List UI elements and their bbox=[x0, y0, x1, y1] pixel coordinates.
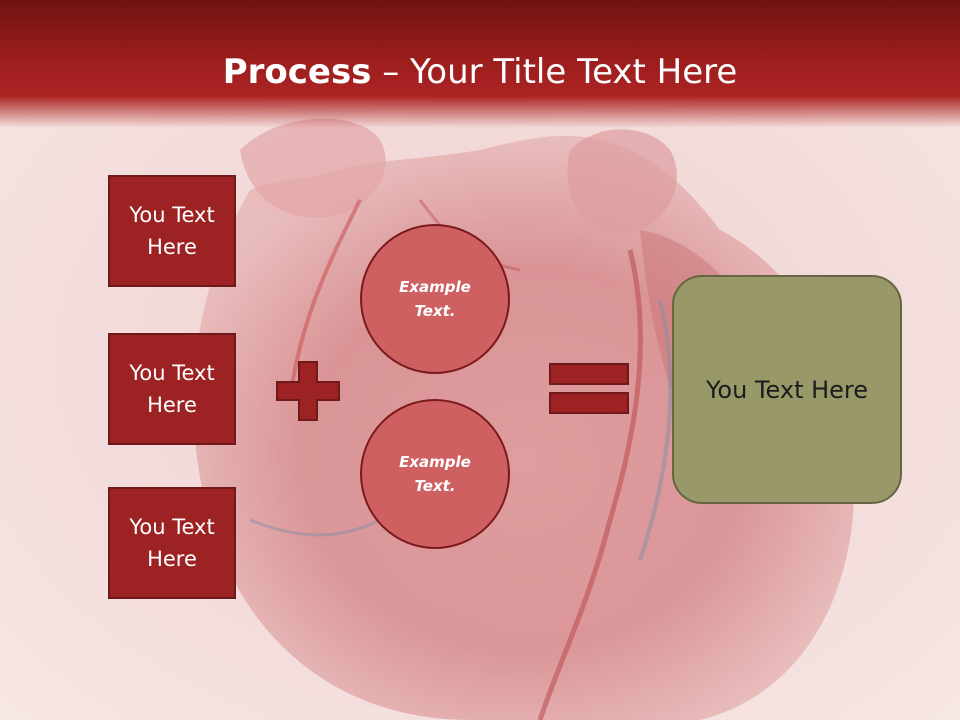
title-bar bbox=[0, 0, 960, 128]
slide-title: Process – Your Title Text Here bbox=[0, 52, 960, 92]
example-circle-1[interactable]: Example Text. bbox=[360, 224, 510, 374]
slide-title-bold: Process bbox=[222, 52, 372, 92]
input-box-2[interactable]: You Text Here bbox=[108, 333, 236, 445]
slide-title-rest: – Your Title Text Here bbox=[371, 52, 738, 92]
equals-sign-icon bbox=[549, 363, 629, 414]
input-box-2-label: You Text Here bbox=[129, 361, 215, 417]
example-circle-2[interactable]: Example Text. bbox=[360, 399, 510, 549]
example-circle-1-label: Example Text. bbox=[399, 278, 471, 320]
input-box-3-label: You Text Here bbox=[129, 515, 215, 571]
result-box-label: You Text Here bbox=[705, 375, 869, 404]
input-box-1-label: You Text Here bbox=[129, 203, 215, 259]
example-circle-2-label: Example Text. bbox=[399, 453, 471, 495]
result-box[interactable]: You Text Here bbox=[672, 275, 902, 504]
input-box-3[interactable]: You Text Here bbox=[108, 487, 236, 599]
input-box-1[interactable]: You Text Here bbox=[108, 175, 236, 287]
plus-sign-icon bbox=[276, 361, 340, 421]
